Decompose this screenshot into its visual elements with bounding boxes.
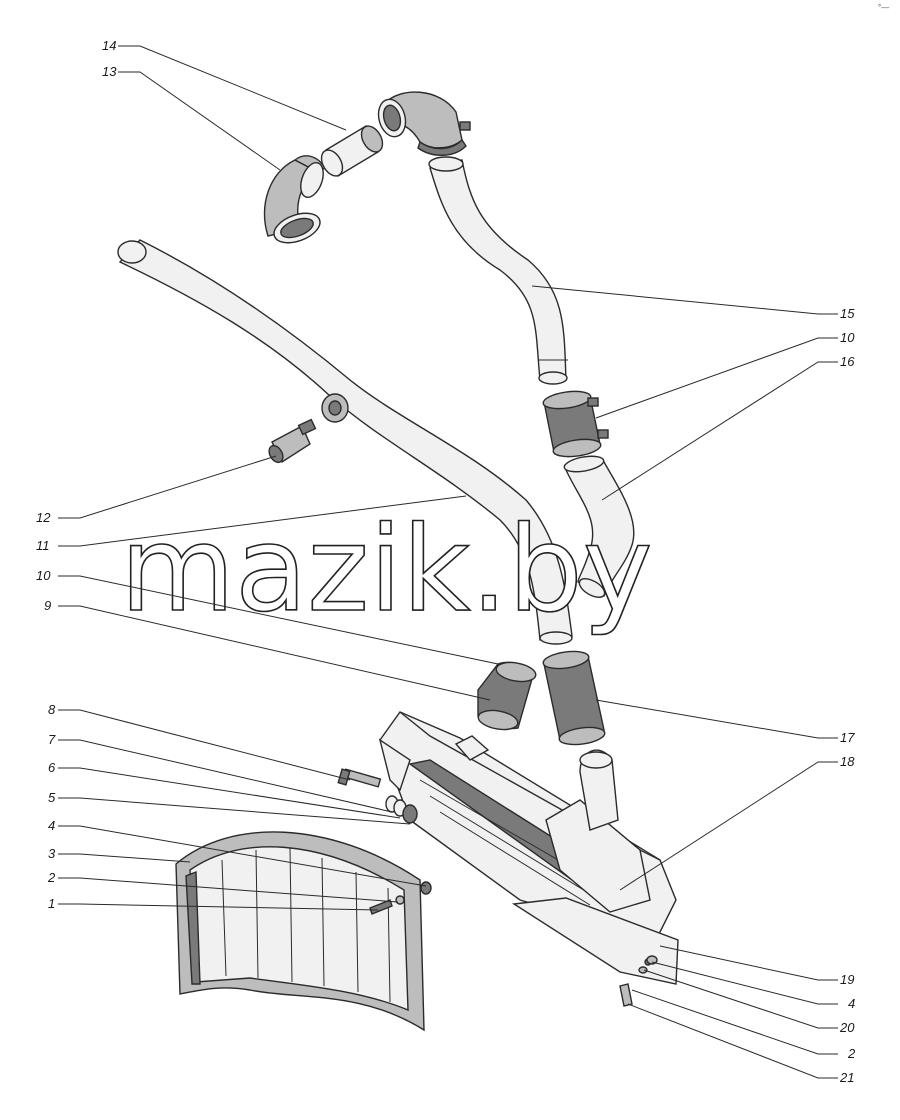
part-3-mudguard xyxy=(175,831,425,1032)
callout-7: 7 xyxy=(48,732,56,747)
corner-mark: °— xyxy=(878,3,889,12)
callout-6: 6 xyxy=(48,760,56,775)
part-16-bent-pipe xyxy=(563,455,635,598)
callout-15: 15 xyxy=(840,306,855,321)
callout-19: 19 xyxy=(840,972,854,987)
callout-11: 11 xyxy=(36,538,50,553)
plate-hardware xyxy=(619,955,658,1007)
callout-16: 16 xyxy=(840,354,855,369)
callout-8: 8 xyxy=(48,702,56,717)
part-15-curved-pipe xyxy=(428,156,568,385)
part-9-coupling xyxy=(477,661,537,731)
part-13-elbow-hose xyxy=(263,155,326,244)
watermark-text: mazik.by xyxy=(120,500,653,638)
callout-2: 2 xyxy=(47,870,56,885)
part-11-long-pipe xyxy=(117,239,573,645)
callout-13: 13 xyxy=(102,64,117,79)
part-12-sensor xyxy=(268,418,317,464)
callout-4: 4 xyxy=(48,818,55,833)
leader-lines xyxy=(58,45,838,1079)
mudguard-hardware xyxy=(369,881,432,915)
callout-10-lower: 10 xyxy=(36,568,51,583)
callout-21: 21 xyxy=(839,1070,854,1085)
callout-18: 18 xyxy=(840,754,855,769)
part-upper-elbow xyxy=(377,91,471,156)
callout-9: 9 xyxy=(44,598,51,613)
callout-17: 17 xyxy=(840,730,855,745)
callout-10-upper: 10 xyxy=(840,330,855,345)
callout-3: 3 xyxy=(48,846,56,861)
part-18-intercooler xyxy=(378,711,677,941)
callout-5: 5 xyxy=(48,790,56,805)
callout-labels: 14 13 15 10 16 12 11 10 9 8 17 7 18 6 5 … xyxy=(36,38,856,1085)
part-14-sleeve xyxy=(320,124,384,178)
callout-4-plate: 4 xyxy=(848,996,855,1011)
callout-2-plate: 2 xyxy=(847,1046,856,1061)
part-17-coupling xyxy=(542,650,606,746)
bolt-assembly xyxy=(337,768,418,824)
callout-1: 1 xyxy=(48,896,55,911)
callout-14: 14 xyxy=(102,38,116,53)
callout-20: 20 xyxy=(839,1020,855,1035)
callout-12: 12 xyxy=(36,510,51,525)
part-10-upper-coupling xyxy=(542,390,609,458)
